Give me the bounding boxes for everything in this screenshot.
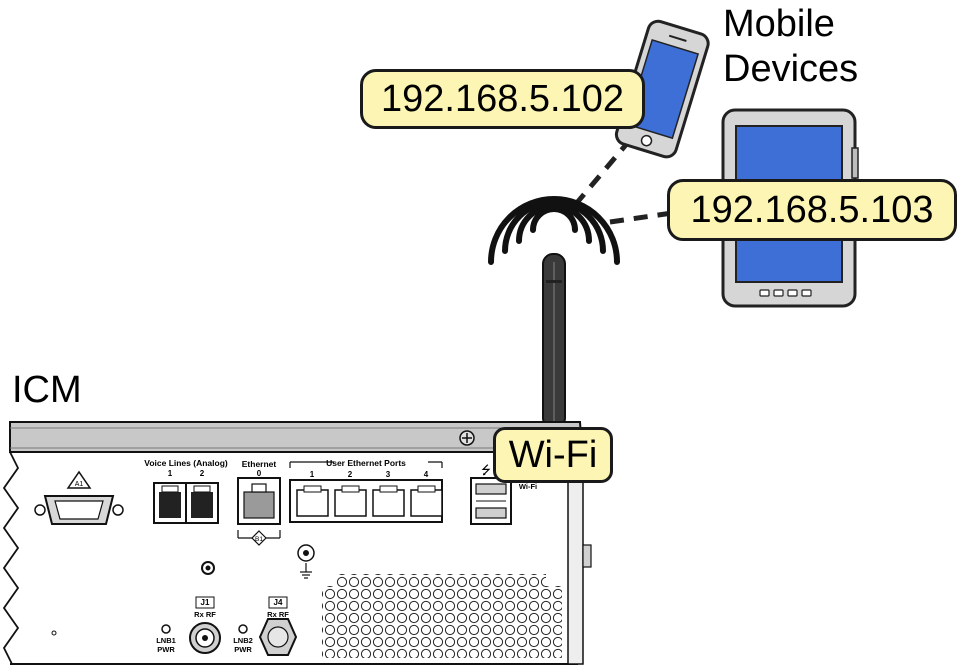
title-line-2: Devices [723, 48, 859, 90]
j1-label: J1 [201, 598, 210, 607]
voice-port-1-label: 1 [168, 469, 173, 478]
user-port-1-label: 1 [310, 470, 315, 479]
user-port-2-label: 2 [348, 470, 353, 479]
j1-sub-label: Rx RF [194, 610, 216, 619]
title-line-1: Mobile [723, 3, 835, 45]
user-port-4-label: 4 [424, 470, 429, 479]
j4-label: J4 [274, 598, 283, 607]
ethernet-label: Ethernet [242, 459, 277, 469]
voice-lines-label: Voice Lines (Analog) [144, 458, 228, 468]
user-ethernet-port-4 [410, 489, 443, 517]
lnb2-sub-label: PWR [234, 645, 252, 654]
icm-chassis: A1 Voice Lines (Analog) 1 2 Ethernet 0 B… [2, 421, 592, 665]
j4-sub-label: Rx RF [267, 610, 289, 619]
a1-label: A1 [75, 481, 84, 488]
icm-label: ICM [12, 369, 82, 411]
tablet-link-line [609, 210, 673, 225]
tablet-ip-callout: 192.168.5.103 [667, 179, 957, 241]
antenna-icon [542, 253, 566, 429]
vent-grid [322, 574, 562, 658]
phone-link-line [573, 138, 632, 207]
user-ethernet-port-2 [334, 489, 367, 517]
mobile-devices-title: Mobile Devices [723, 2, 858, 92]
lnb2-label: LNB2 [233, 636, 253, 645]
lnb1-sub-label: PWR [157, 645, 175, 654]
b1-label: B1 [255, 536, 263, 543]
wifi-callout: Wi-Fi [493, 427, 613, 483]
user-port-3-label: 3 [386, 470, 391, 479]
user-ethernet-port-3 [372, 489, 405, 517]
user-ethernet-port-1 [296, 489, 329, 517]
phone-ip-callout: 192.168.5.102 [360, 69, 645, 129]
lnb1-label: LNB1 [156, 636, 176, 645]
voice-port-2-label: 2 [200, 469, 205, 478]
user-ethernet-ports-label: User Ethernet Ports [326, 458, 406, 468]
wifi-signal-icon [488, 196, 620, 265]
ethernet-port-0-label: 0 [257, 469, 262, 478]
usb-symbol-icon: ⭍ [481, 463, 491, 477]
wifi-small-label: Wi-Fi [519, 482, 537, 491]
